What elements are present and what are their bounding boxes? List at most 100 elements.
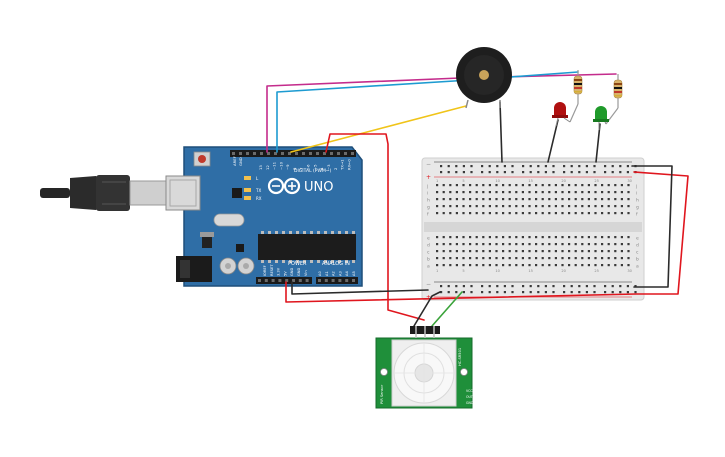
breadboard-strip-hole[interactable] — [620, 257, 623, 260]
breadboard-rail-hole[interactable] — [496, 291, 499, 294]
breadboard-strip-hole[interactable] — [462, 198, 465, 201]
wire-black-buzzer-gnd[interactable] — [499, 101, 503, 163]
breadboard-strip-hole[interactable] — [508, 205, 511, 208]
breadboard-strip-hole[interactable] — [462, 250, 465, 253]
breadboard-rail-hole[interactable] — [570, 291, 573, 294]
breadboard-strip-hole[interactable] — [515, 257, 518, 260]
breadboard-strip-hole[interactable] — [554, 264, 557, 267]
breadboard-rail-hole[interactable] — [563, 165, 566, 168]
breadboard-strip-hole[interactable] — [469, 184, 472, 187]
digital-pin-hole[interactable] — [288, 152, 291, 155]
breadboard-rail-hole[interactable] — [481, 291, 484, 294]
wire-black-rail-bridge[interactable] — [631, 165, 673, 288]
breadboard-rail-hole[interactable] — [529, 285, 532, 288]
digital-pin-hole[interactable] — [232, 152, 235, 155]
breadboard-strip-hole[interactable] — [581, 236, 584, 239]
breadboard-rail-hole[interactable] — [488, 285, 491, 288]
breadboard-rail-hole[interactable] — [440, 171, 443, 174]
digital-pin-hole[interactable] — [295, 152, 298, 155]
breadboard-strip-hole[interactable] — [601, 212, 604, 215]
breadboard-rail-hole[interactable] — [522, 285, 525, 288]
breadboard-strip-hole[interactable] — [548, 264, 551, 267]
breadboard-strip-hole[interactable] — [607, 191, 610, 194]
breadboard-strip-hole[interactable] — [455, 212, 458, 215]
breadboard-strip-hole[interactable] — [502, 250, 505, 253]
breadboard-rail-hole[interactable] — [593, 291, 596, 294]
digital-pin-hole[interactable] — [274, 152, 277, 155]
breadboard-rail-hole[interactable] — [563, 285, 566, 288]
breadboard-rail-hole[interactable] — [626, 291, 629, 294]
breadboard-strip-hole[interactable] — [568, 236, 571, 239]
digital-pin-hole[interactable] — [281, 152, 284, 155]
breadboard-strip-hole[interactable] — [627, 198, 630, 201]
breadboard-strip-hole[interactable] — [627, 205, 630, 208]
breadboard-strip-hole[interactable] — [449, 236, 452, 239]
breadboard-strip-hole[interactable] — [462, 184, 465, 187]
breadboard-strip-hole[interactable] — [442, 243, 445, 246]
breadboard-strip-hole[interactable] — [475, 205, 478, 208]
wire-black-pir-gnd[interactable] — [413, 291, 441, 327]
breadboard-strip-hole[interactable] — [541, 184, 544, 187]
breadboard-strip-hole[interactable] — [535, 264, 538, 267]
breadboard-strip-hole[interactable] — [627, 191, 630, 194]
breadboard-strip-hole[interactable] — [541, 212, 544, 215]
breadboard-strip-hole[interactable] — [601, 236, 604, 239]
breadboard-strip-hole[interactable] — [607, 236, 610, 239]
breadboard-strip-hole[interactable] — [581, 184, 584, 187]
analog-pin-hole[interactable] — [338, 279, 342, 282]
breadboard-strip-hole[interactable] — [436, 184, 439, 187]
breadboard-strip-hole[interactable] — [548, 205, 551, 208]
breadboard-strip-hole[interactable] — [436, 205, 439, 208]
breadboard-rail-hole[interactable] — [447, 291, 450, 294]
breadboard-rail-hole[interactable] — [511, 291, 514, 294]
breadboard-strip-hole[interactable] — [442, 250, 445, 253]
breadboard-strip-hole[interactable] — [614, 198, 617, 201]
breadboard-rail-hole[interactable] — [593, 285, 596, 288]
breadboard-rail-hole[interactable] — [447, 171, 450, 174]
breadboard-rail-hole[interactable] — [488, 171, 491, 174]
wire-red-pin2-to-pir-out[interactable] — [325, 133, 425, 321]
breadboard-strip-hole[interactable] — [449, 250, 452, 253]
breadboard-strip-hole[interactable] — [581, 243, 584, 246]
breadboard-strip-hole[interactable] — [455, 198, 458, 201]
breadboard-rail-hole[interactable] — [537, 171, 540, 174]
breadboard-strip-hole[interactable] — [475, 250, 478, 253]
breadboard-rail-hole[interactable] — [522, 171, 525, 174]
breadboard-strip-hole[interactable] — [528, 198, 531, 201]
breadboard-strip-hole[interactable] — [627, 212, 630, 215]
breadboard-strip-hole[interactable] — [482, 191, 485, 194]
breadboard-strip-hole[interactable] — [495, 264, 498, 267]
breadboard-strip-hole[interactable] — [581, 257, 584, 260]
digital-pin-hole[interactable] — [260, 152, 263, 155]
breadboard-rail-hole[interactable] — [455, 291, 458, 294]
breadboard-strip-hole[interactable] — [502, 205, 505, 208]
breadboard-strip-hole[interactable] — [614, 212, 617, 215]
breadboard-rail-hole[interactable] — [462, 165, 465, 168]
breadboard-rail-hole[interactable] — [604, 285, 607, 288]
breadboard-strip-hole[interactable] — [601, 205, 604, 208]
breadboard-rail-hole[interactable] — [634, 291, 637, 294]
breadboard-rail-hole[interactable] — [455, 171, 458, 174]
breadboard-strip-hole[interactable] — [482, 250, 485, 253]
breadboard-strip-hole[interactable] — [535, 191, 538, 194]
breadboard-rail-hole[interactable] — [511, 165, 514, 168]
breadboard-strip-hole[interactable] — [541, 198, 544, 201]
breadboard-strip-hole[interactable] — [502, 198, 505, 201]
breadboard-rail-hole[interactable] — [470, 171, 473, 174]
breadboard-strip-hole[interactable] — [561, 205, 564, 208]
breadboard-rail-hole[interactable] — [585, 165, 588, 168]
breadboard-strip-hole[interactable] — [462, 264, 465, 267]
breadboard-strip-hole[interactable] — [554, 257, 557, 260]
breadboard-rail-hole[interactable] — [529, 171, 532, 174]
breadboard-strip-hole[interactable] — [455, 191, 458, 194]
digital-pin-hole[interactable] — [253, 152, 256, 155]
digital-pin-hole[interactable] — [246, 152, 249, 155]
breadboard-strip-hole[interactable] — [620, 264, 623, 267]
wire-green-pir-vcc[interactable] — [431, 291, 463, 327]
breadboard-rail-hole[interactable] — [496, 165, 499, 168]
breadboard-rail-hole[interactable] — [552, 285, 555, 288]
breadboard-strip-hole[interactable] — [627, 243, 630, 246]
breadboard-strip-hole[interactable] — [548, 250, 551, 253]
breadboard-strip-hole[interactable] — [469, 212, 472, 215]
